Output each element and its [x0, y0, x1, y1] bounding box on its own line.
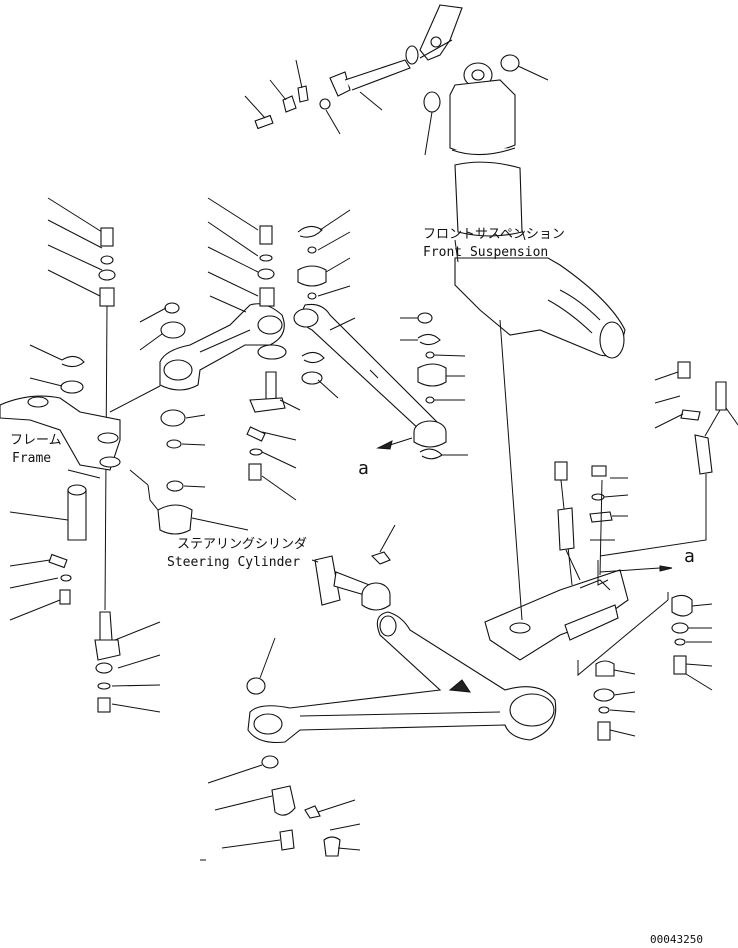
tie-rod-assembly — [293, 209, 468, 460]
reference-a-right: a — [684, 546, 695, 567]
frame-label-jp: フレーム — [10, 433, 62, 448]
front-suspension-label-en: Front Suspension — [423, 245, 548, 260]
frame-label-en: Frame — [12, 451, 51, 466]
lower-control-arm — [200, 611, 557, 861]
steering-cylinder-label-jp: ステアリングシリンダ — [177, 537, 307, 552]
top-fasteners — [254, 85, 331, 130]
steering-arm-assembly — [67, 197, 301, 535]
front-suspension-assembly — [329, 4, 626, 359]
reference-a-left: a — [358, 458, 369, 479]
leader-lines-top — [244, 59, 549, 156]
labels: フロントサスペンション Front Suspension フレーム Frame … — [10, 227, 703, 946]
suspension-bracket — [376, 319, 738, 741]
front-suspension-label-jp: フロントサスペンション — [423, 227, 565, 242]
steering-cylinder — [314, 524, 396, 611]
left-stack — [0, 197, 161, 713]
steering-cylinder-label-en: Steering Cylinder — [167, 555, 300, 570]
drawing-number: 00043250 — [650, 933, 703, 946]
